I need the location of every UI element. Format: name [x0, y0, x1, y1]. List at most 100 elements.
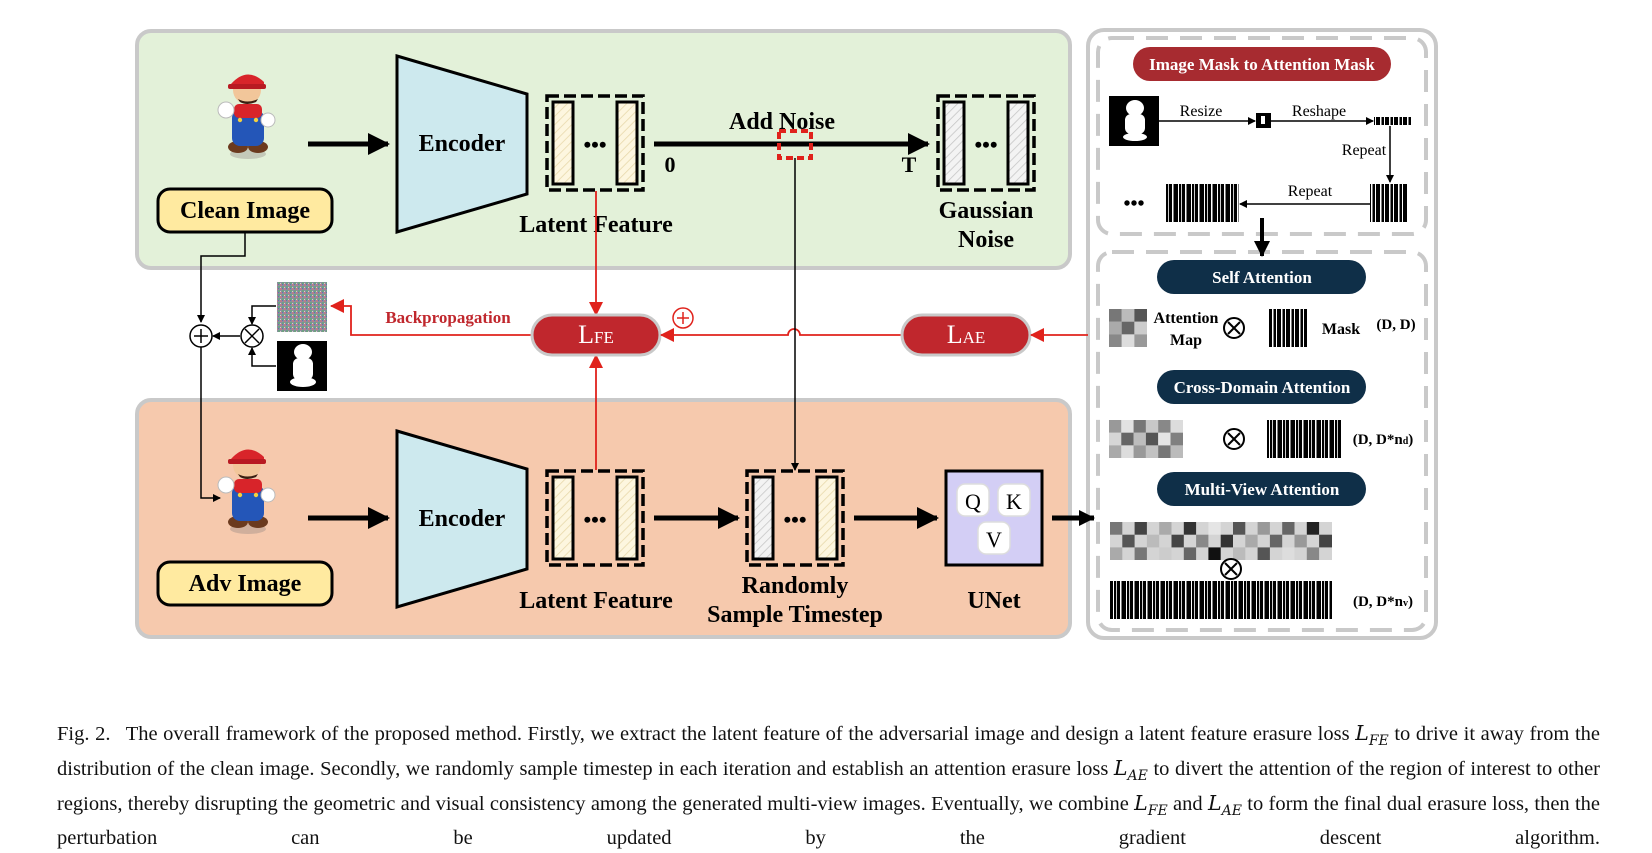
perturbation-noise-image	[277, 282, 327, 332]
caption-seg2: to drive it away from the distribution o…	[57, 723, 1600, 781]
backpropagation-arrow	[330, 299, 532, 336]
attention-map-label-2: Map	[1170, 332, 1202, 349]
latent-top-ellipsis: •••	[583, 132, 606, 157]
cross-domain-dim-main: (D, D*n	[1353, 432, 1404, 448]
self-attention-multiply	[1223, 317, 1245, 339]
timeline-start-label: 0	[665, 152, 676, 177]
latent-feature-bottom	[545, 469, 645, 567]
lae-loss-main: L	[947, 320, 963, 349]
backpropagation-label: Backpropagation	[385, 308, 511, 327]
sum-to-adv-image-line	[200, 347, 221, 502]
timestep-ellipsis: •••	[783, 507, 806, 532]
latent-bottom-ellipsis: •••	[583, 507, 606, 532]
resize-label: Resize	[1180, 103, 1223, 120]
object-mask-image	[277, 341, 327, 391]
mask-title-badge	[1133, 47, 1391, 81]
multiply-operator	[240, 324, 264, 348]
caption-lfe-2-var: L	[1134, 791, 1148, 816]
timeline-end-label: T	[902, 152, 917, 177]
figure-caption: Fig. 2. The overall framework of the pro…	[57, 720, 1600, 852]
key-token-label: K	[1006, 489, 1022, 514]
reshaped-mask-bar	[1374, 117, 1412, 125]
gaussian-noise-latent	[936, 94, 1036, 192]
encoder-top	[395, 53, 529, 235]
mask-label: Mask	[1322, 321, 1360, 338]
sum-operator	[189, 324, 213, 348]
key-token	[997, 483, 1031, 517]
encoder-bottom-label: Encoder	[419, 506, 506, 532]
random-timestep-label-1: Randomly	[742, 573, 849, 599]
self-attention-dim: (D, D)	[1376, 317, 1415, 333]
caption-lae-2-sub: AE	[1221, 803, 1242, 820]
caption-seg5: to form the final dual erasure loss, the…	[57, 793, 1601, 850]
caption-lae-2: LAE	[1207, 791, 1242, 819]
cross-domain-attention-label: Cross-Domain Attention	[1174, 378, 1351, 397]
lae-loss-sub: AE	[963, 328, 986, 347]
latent-feature-bottom-label: Latent Feature	[519, 588, 673, 614]
encoder-bottom	[395, 428, 529, 610]
lfe-loss-sub: FE	[594, 328, 614, 347]
gaussian-noise-label-2: Noise	[958, 227, 1014, 253]
self-attention-map	[1109, 309, 1147, 347]
mask-title-label: Image Mask to Attention Mask	[1149, 55, 1375, 74]
self-attention-badge	[1157, 260, 1366, 294]
clean-image-label: Clean Image	[180, 198, 310, 224]
adv-image-label: Adv Image	[189, 571, 302, 597]
repeated-mask-block	[1370, 184, 1408, 222]
random-timestep-label-2: Sample Timestep	[707, 602, 883, 628]
reshape-label: Reshape	[1292, 103, 1346, 120]
query-token	[956, 483, 990, 517]
lfe-loss-main: L	[578, 320, 594, 349]
caption-lae-1-var: L	[1113, 756, 1128, 781]
caption-seg1: The overall framework of the proposed me…	[125, 723, 1350, 745]
query-token-label: Q	[965, 489, 981, 514]
adv-image-label-box	[156, 560, 334, 607]
cross-domain-multiply	[1223, 428, 1245, 450]
gaussian-ellipsis: •••	[974, 132, 997, 157]
caption-lfe-1-sub: FE	[1368, 733, 1389, 750]
resized-mask-detail	[1261, 116, 1265, 124]
multi-view-mask	[1110, 581, 1332, 619]
caption-lfe-2-sub: FE	[1147, 803, 1168, 820]
multi-view-dim: (D, D*nv)	[1353, 594, 1413, 610]
lfe-loss-label: LFE	[578, 320, 614, 349]
multi-view-attention-badge	[1157, 472, 1366, 506]
caption-lfe-1-var: L	[1355, 721, 1369, 745]
caption-lae-1-sub: AE	[1127, 768, 1148, 785]
caption-lae-1: LAE	[1113, 756, 1148, 784]
caption-lae-2-var: L	[1207, 791, 1222, 816]
gaussian-noise-label-1: Gaussian	[939, 198, 1034, 224]
mask-to-mult-line	[248, 347, 276, 367]
cross-domain-dim-sub: d	[1403, 436, 1409, 447]
noisy-latent-timestep	[745, 469, 845, 567]
self-attention-label: Self Attention	[1212, 268, 1312, 287]
value-token	[977, 521, 1011, 555]
cross-domain-attention-map	[1109, 420, 1183, 458]
clean-branch-panel	[135, 29, 1072, 270]
attention-mask-ellipsis: •••	[1123, 193, 1144, 215]
self-attention-mask	[1269, 309, 1307, 347]
multi-view-dim-sub: v	[1403, 598, 1408, 609]
caption-seg4: and	[1173, 793, 1203, 816]
repeat-label-1: Repeat	[1342, 142, 1387, 159]
value-token-label: V	[986, 527, 1002, 552]
cross-domain-attention-badge	[1157, 370, 1366, 404]
multi-view-dim-close: )	[1408, 594, 1413, 610]
sampled-timestep-marker	[777, 129, 813, 160]
multi-view-dim-main: (D, D*n	[1353, 594, 1404, 610]
encoder-top-label: Encoder	[419, 131, 506, 157]
clean-to-sum-line	[197, 232, 246, 323]
caption-label: Fig. 2.	[57, 723, 111, 745]
cross-domain-dim-close: )	[1408, 432, 1413, 448]
cross-domain-dim: (D, D*nd)	[1353, 432, 1414, 448]
caption-lfe-2: LFE	[1134, 791, 1168, 819]
lae-loss-label: LAE	[947, 320, 986, 349]
loss-combine-operator	[672, 307, 694, 329]
caption-lfe-1: LFE	[1355, 721, 1389, 749]
multi-view-multiply	[1220, 558, 1242, 580]
attention-mask-block	[1165, 184, 1239, 222]
mask-thumbnail	[1109, 96, 1159, 146]
attention-map-label-1: Attention	[1154, 310, 1219, 327]
lae-to-lfe-arrow	[660, 328, 903, 342]
perturbation-to-mult-line	[248, 305, 276, 325]
